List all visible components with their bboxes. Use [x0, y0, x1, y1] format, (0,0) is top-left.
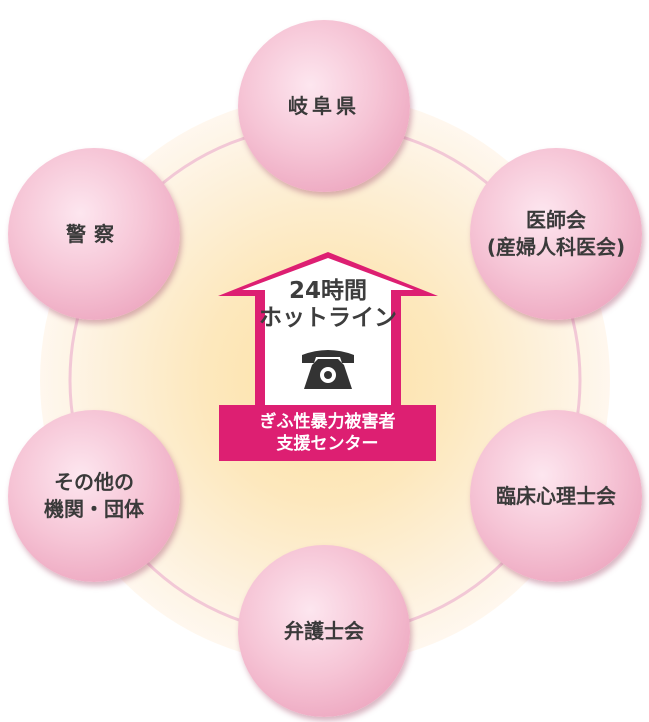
node-gifu-prefecture: 岐阜県 [238, 20, 410, 192]
node-other-organizations: その他の 機関・団体 [8, 410, 180, 582]
node-psych-label: 臨床心理士会 [496, 483, 616, 508]
telephone-icon [302, 350, 354, 389]
hotline-title-line1: 24時間 [288, 278, 367, 304]
node-others-label: その他の [54, 470, 134, 494]
hotline-title: 24時間 ホットライン [252, 278, 404, 332]
node-police-label: 警察 [66, 221, 122, 246]
node-psychologist-association: 臨床心理士会 [470, 410, 642, 582]
hotline-title-line2: ホットライン [259, 304, 397, 331]
node-medical-label: 医師会 [526, 208, 586, 232]
house-icon [218, 252, 438, 436]
support-center-line1: ぎふ性暴力被害者 [259, 411, 396, 432]
support-center-line2: 支援センター [276, 434, 379, 454]
node-others-sublabel: 機関・団体 [44, 497, 144, 521]
support-center-banner: ぎふ性暴力被害者 支援センター [219, 405, 436, 461]
node-gifu-label: 岐阜県 [288, 93, 360, 118]
node-medical-association: 医師会 (産婦人科医会) [470, 148, 642, 320]
node-medical-sublabel: (産婦人科医会) [486, 235, 626, 259]
node-police: 警察 [8, 148, 180, 320]
node-lawyers-label: 弁護士会 [284, 618, 364, 643]
node-lawyers-association: 弁護士会 [238, 545, 410, 717]
